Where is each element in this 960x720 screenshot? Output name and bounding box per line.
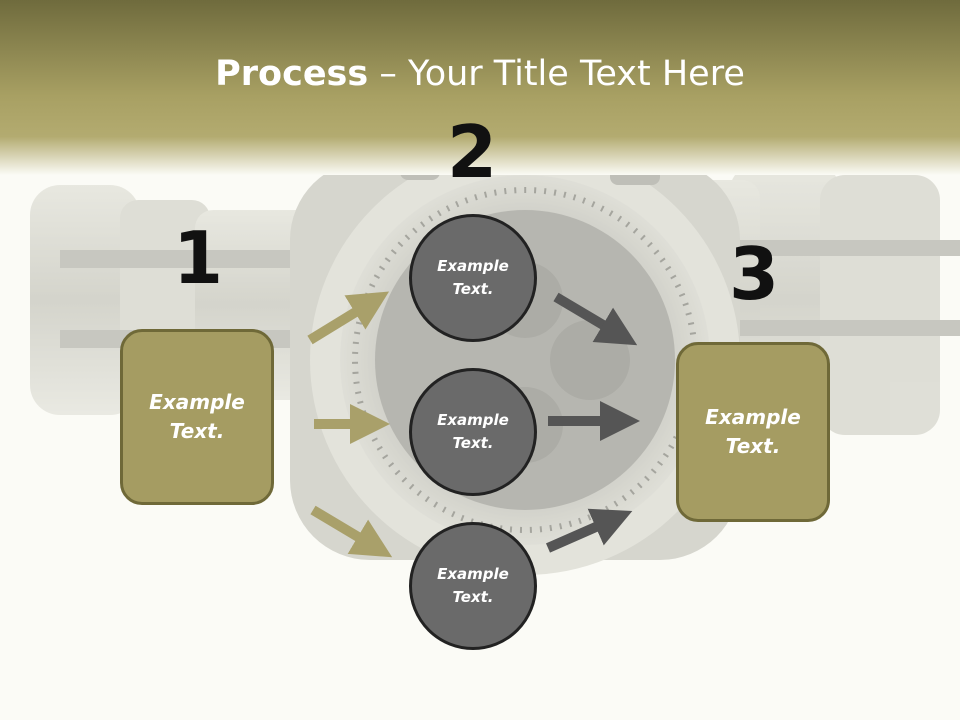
slide-title-bold: Process (215, 54, 369, 94)
left-text-box-label: Example Text. (149, 390, 245, 443)
circle-step-bottom: Example Text. (409, 522, 537, 650)
left-text-box: Example Text. (120, 329, 274, 505)
right-text-box: Example Text. (676, 342, 830, 522)
circle-step-middle-label: Example Text. (437, 411, 509, 452)
step-number-2: 2 (446, 110, 498, 194)
step-number-1: 1 (172, 216, 224, 300)
step-number-3: 3 (728, 232, 780, 316)
circle-step-top-label: Example Text. (437, 257, 509, 298)
right-text-box-label: Example Text. (705, 405, 801, 458)
circle-step-top: Example Text. (409, 214, 537, 342)
circle-step-bottom-label: Example Text. (437, 565, 509, 606)
slide-title: Process – Your Title Text Here (0, 52, 960, 96)
circle-step-middle: Example Text. (409, 368, 537, 496)
slide-title-rest: – Your Title Text Here (368, 54, 745, 94)
